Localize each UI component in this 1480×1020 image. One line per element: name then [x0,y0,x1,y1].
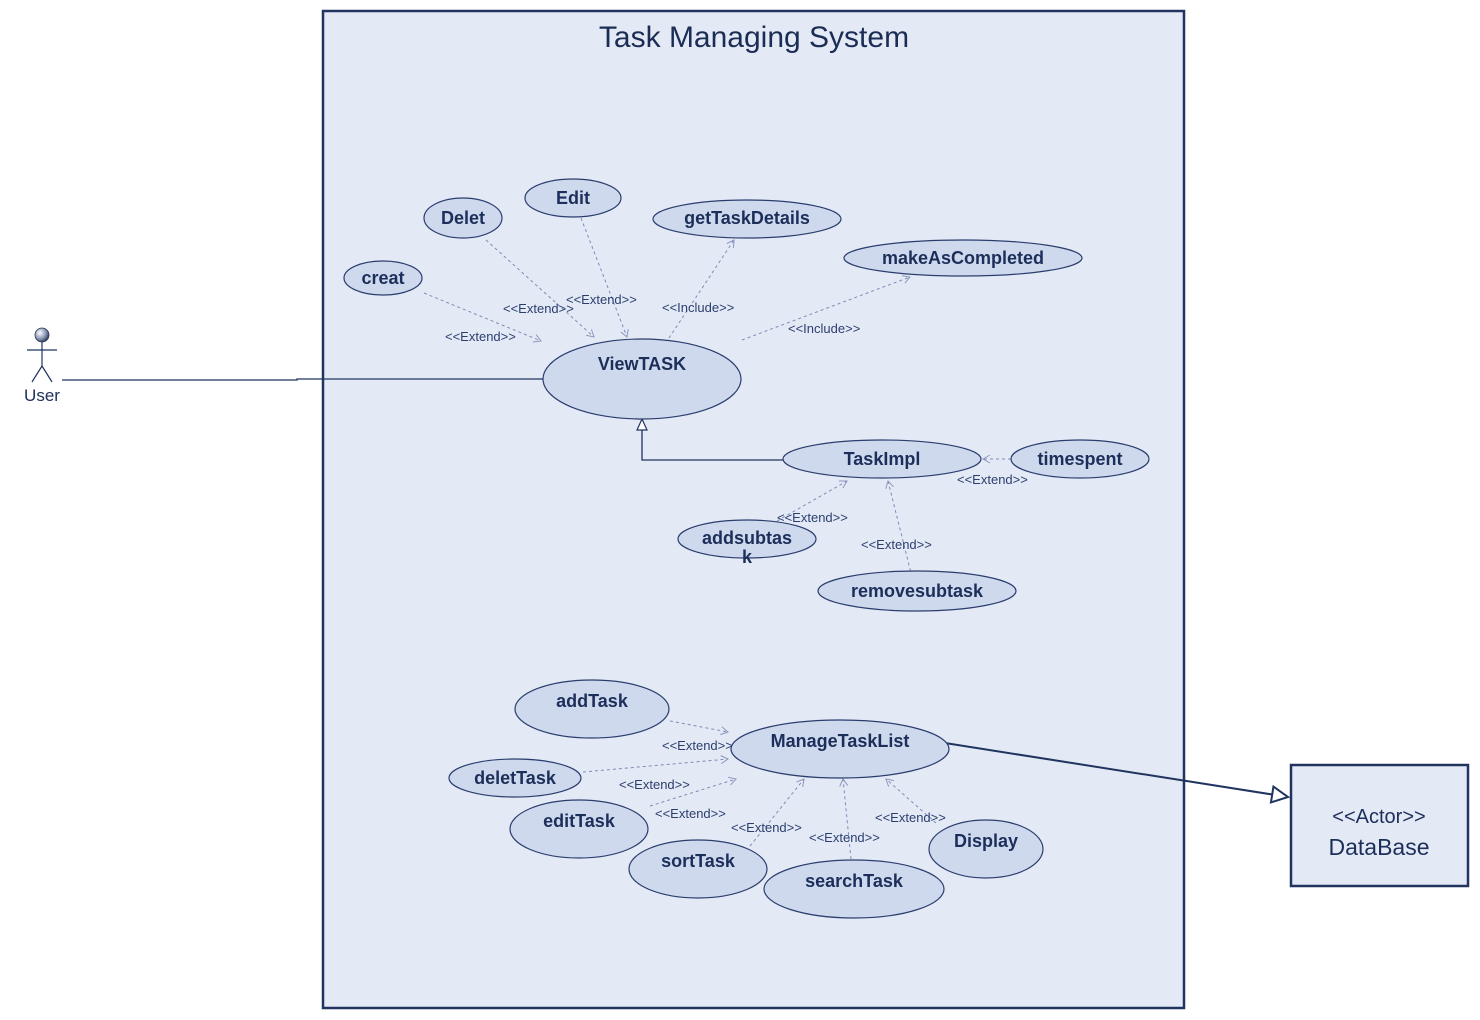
addtask-extend-line [669,720,729,736]
database-stereotype-label: <<Actor>> [1332,806,1425,828]
use-case-gettaskdetails[interactable]: getTaskDetails [652,199,842,239]
use-case-makeascompleted[interactable]: makeAsCompleted [843,239,1083,277]
svg-text:addTask: addTask [556,691,629,711]
extend-label-searchtask: <<Extend>> [809,830,880,845]
user-association-line [62,378,543,381]
use-case-delettask[interactable]: deletTask [448,758,582,798]
use-case-removesubtask[interactable]: removesubtask [817,570,1017,612]
use-case-delet[interactable]: Delet [423,197,503,239]
delettask-extend-line [582,755,730,773]
use-case-viewtask[interactable]: ViewTASK [542,338,742,420]
extend-label-delettask: <<Extend>> [619,777,690,792]
user-actor[interactable]: User [24,327,60,405]
taskimpl-generalization-line [636,417,783,461]
include-label-makeascompleted: <<Include>> [788,321,860,336]
searchtask-extend-line [839,777,852,860]
extend-label-delet: <<Extend>> [503,301,574,316]
svg-text:creat: creat [361,268,404,288]
database-actor[interactable]: <<Actor>> DataBase [1289,763,1470,888]
gettaskdetails-include-line [668,239,735,339]
addsubtask-label-line1: addsubtas [702,528,792,548]
svg-text:searchTask: searchTask [805,871,904,891]
svg-text:Display: Display [954,831,1018,851]
include-label-gettaskdetails: <<Include>> [662,300,734,315]
delet-extend-line [485,239,595,338]
database-name-label: DataBase [1328,834,1429,860]
extend-label-creat: <<Extend>> [445,329,516,344]
svg-text:removesubtask: removesubtask [851,581,984,601]
svg-text:getTaskDetails: getTaskDetails [684,208,810,228]
extend-label-sorttask: <<Extend>> [731,820,802,835]
svg-text:deletTask: deletTask [474,768,557,788]
svg-text:timespent: timespent [1037,449,1122,469]
user-actor-label: User [24,386,60,405]
display-extend-line [885,778,937,824]
svg-text:editTask: editTask [543,811,616,831]
use-case-addsubtask[interactable]: addsubtas k [677,519,817,567]
extend-label-timespent: <<Extend>> [957,472,1028,487]
extend-label-display: <<Extend>> [875,810,946,825]
svg-text:ViewTASK: ViewTASK [598,354,686,374]
svg-text:ManageTaskList: ManageTaskList [771,731,910,751]
svg-text:Delet: Delet [441,208,485,228]
extend-label-edit: <<Extend>> [566,292,637,307]
use-case-managetasklist[interactable]: ManageTaskList [730,719,950,779]
use-case-taskimpl[interactable]: TaskImpl [782,439,982,479]
removesubtask-extend-line [885,480,913,578]
use-case-edit[interactable]: Edit [524,178,622,218]
managetasklist-database-line [944,742,1291,804]
extend-label-addsubtask: <<Extend>> [777,510,848,525]
svg-text:TaskImpl: TaskImpl [844,449,921,469]
addsubtask-extend-line [776,480,848,522]
svg-text:Edit: Edit [556,188,590,208]
use-case-sorttask[interactable]: sortTask [628,839,768,899]
use-case-creat[interactable]: creat [343,260,423,296]
diagram-title: Task Managing System [599,21,909,54]
svg-text:makeAsCompleted: makeAsCompleted [882,248,1044,268]
actor-head-icon [34,327,50,343]
extend-label-addtask: <<Extend>> [662,738,733,753]
use-case-searchtask[interactable]: searchTask [763,859,945,919]
extend-label-removesubtask: <<Extend>> [861,537,932,552]
svg-text:sortTask: sortTask [661,851,736,871]
use-case-display[interactable]: Display [928,819,1044,879]
extend-label-edittask: <<Extend>> [655,806,726,821]
sorttask-extend-line [749,778,805,847]
use-case-timespent[interactable]: timespent [1010,439,1150,479]
use-case-edittask[interactable]: editTask [509,799,649,859]
addsubtask-label-line2: k [742,547,753,567]
use-case-addtask[interactable]: addTask [514,679,670,739]
